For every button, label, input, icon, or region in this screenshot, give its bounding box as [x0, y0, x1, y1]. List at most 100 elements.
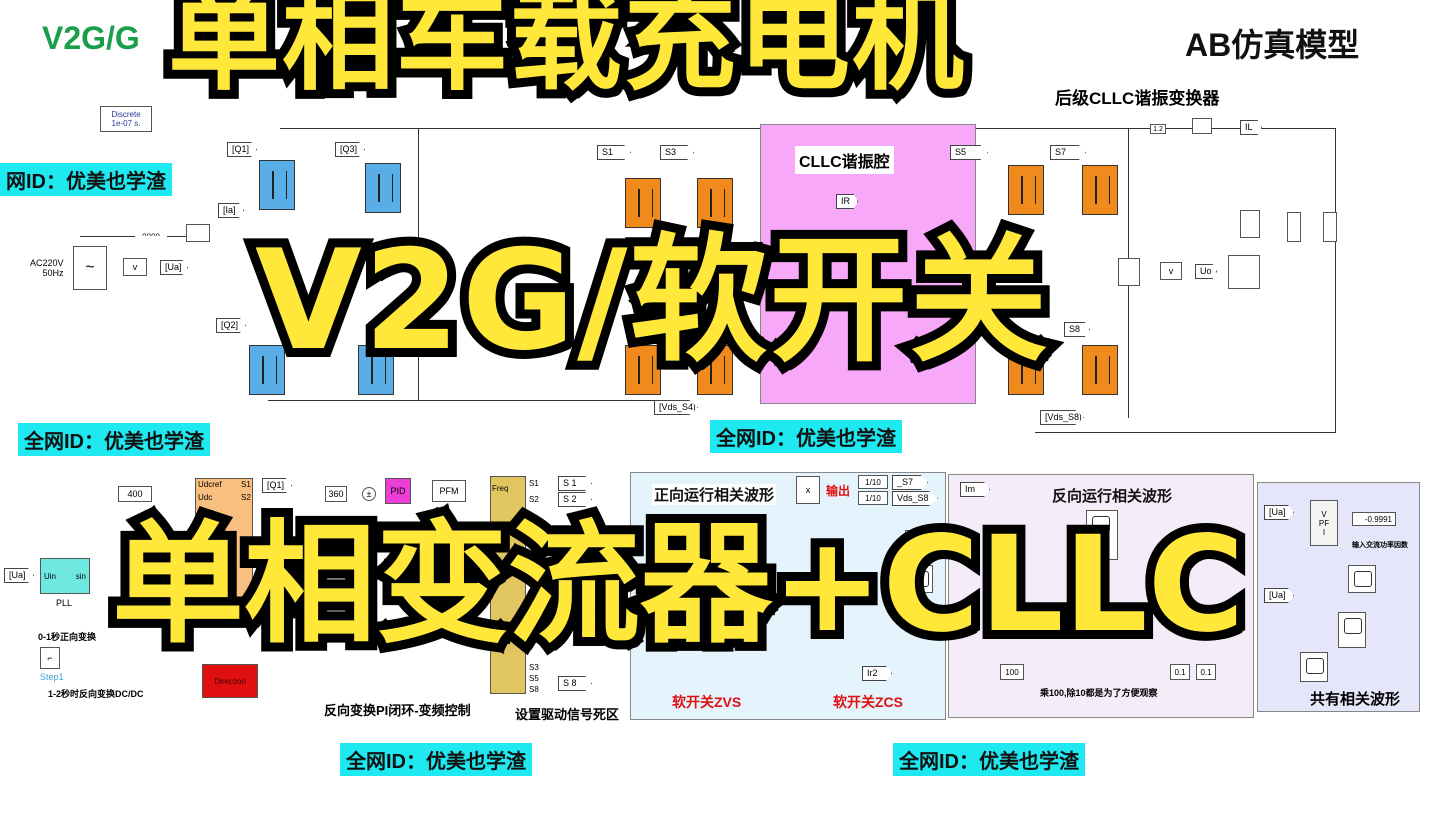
goto-tag-q1[interactable]: [Q1] [227, 142, 257, 157]
goto-tag-q1-ctrl[interactable]: [Q1] [262, 478, 292, 493]
port-uin: Uin [44, 571, 57, 581]
overlay-title-line3: 单相变流器+CLLC [103, 503, 1254, 667]
current-measurement[interactable] [186, 224, 210, 242]
breaker[interactable] [1228, 255, 1260, 289]
dc-link-wire [418, 128, 419, 400]
goto-tag-s8[interactable]: S8 [1064, 322, 1090, 337]
source-frequency: 50Hz [42, 268, 64, 278]
igbt-q4[interactable] [358, 345, 394, 395]
model-title-right: AB仿真模型 [1185, 27, 1360, 63]
gain-0-1-a[interactable]: 0.1 [1170, 664, 1190, 680]
igbt-s2[interactable] [625, 345, 661, 395]
goto-tag-uo[interactable]: Uo [1195, 264, 1217, 279]
goto-tag-q3[interactable]: [Q3] [335, 142, 365, 157]
igbt-s8[interactable] [1082, 345, 1118, 395]
powergui-solver-block[interactable]: Discrete 1e-07 s. [100, 106, 152, 132]
product-block[interactable]: x [796, 476, 820, 504]
from-tag-s7[interactable]: _S7 [892, 475, 928, 490]
reverse-title: 反向运行相关波形 [1052, 488, 1173, 505]
forward-title: 正向运行相关波形 [652, 484, 777, 505]
caption-pi-control: 反向变换PI闭环-变频控制 [324, 703, 471, 718]
voltage-measurement[interactable]: v [123, 258, 147, 276]
goto-tag-s8-ctrl[interactable]: S 8 [558, 676, 592, 691]
igbt-s4[interactable] [697, 345, 733, 395]
goto-tag-s7[interactable]: S7 [1050, 145, 1086, 160]
direction-block[interactable]: Direction [202, 664, 258, 698]
pid-block[interactable]: PID [385, 478, 411, 504]
output-bottom-wire [1035, 432, 1335, 433]
gain-0-1-b[interactable]: 0.1 [1196, 664, 1216, 680]
forward-waveforms-area [630, 472, 946, 720]
igbt-q2[interactable] [249, 345, 285, 395]
goto-tag-ua[interactable]: [Ua] [160, 260, 188, 275]
scope-forward-1[interactable] [905, 530, 933, 558]
goto-tag-il[interactable]: IL [1240, 120, 1262, 135]
ac-voltage-source[interactable]: ~ [73, 246, 107, 290]
igbt-s3[interactable] [697, 178, 733, 228]
step-label: Step1 [40, 672, 64, 682]
from-tag-ua-2[interactable]: [Ua] [1264, 588, 1294, 603]
igbt-q1[interactable] [259, 160, 295, 210]
const-360[interactable]: 360 [325, 486, 347, 502]
igbt-s6[interactable] [1008, 345, 1044, 395]
step-switch[interactable] [1240, 210, 1260, 238]
const-400[interactable]: 400 [118, 486, 152, 502]
igbt-s5[interactable] [1008, 165, 1044, 215]
from-tag-vds-s8[interactable]: Vds_S8 [892, 491, 938, 506]
goto-tag-s1-ctrl[interactable]: S 1 [558, 476, 592, 491]
port-v: V [1321, 509, 1327, 519]
voltage-sensor-out[interactable]: v [1160, 262, 1182, 280]
igbt-s1[interactable] [625, 178, 661, 228]
dead-time-block[interactable] [490, 476, 526, 694]
gain-1-10-b[interactable]: 1/10 [858, 491, 888, 505]
port-dt-s2: S2 [529, 495, 539, 504]
gain-block[interactable]: 1.2 [1150, 124, 1166, 134]
goto-tag-vds-s4[interactable]: [Vds_S4] [654, 400, 698, 415]
inductor[interactable]: ᴖᴖᴖᴖ [135, 230, 167, 240]
goto-tag-s2-ctrl[interactable]: S 2 [558, 492, 592, 507]
goto-tag-s5[interactable]: S5 [950, 145, 988, 160]
note-reverse: 1-2秒时反向变换DC/DC [48, 689, 144, 699]
goto-tag-vds-s8[interactable]: [Vds_S8] [1040, 410, 1084, 425]
switch-2[interactable] [1323, 212, 1337, 242]
step-block[interactable]: ⌐ [40, 647, 60, 669]
dc-bus-bottom-wire [268, 400, 668, 401]
capacitor-output[interactable] [1118, 258, 1140, 286]
from-tag-ua-1[interactable]: [Ua] [1264, 505, 1294, 520]
igbt-q3[interactable] [365, 163, 401, 213]
gain-1-10-a[interactable]: 1/10 [858, 475, 888, 489]
scope-common-3[interactable] [1300, 652, 1328, 682]
inverter-controller[interactable] [195, 478, 253, 604]
goto-tag-s3[interactable]: S3 [660, 145, 694, 160]
current-sensor[interactable] [1192, 118, 1212, 134]
switch-1[interactable] [1287, 212, 1301, 242]
pll-block[interactable]: Uin sin [40, 558, 90, 594]
watermark-mid-left: 全网ID：优美也学渣 [18, 423, 210, 456]
from-tag-ua-pll[interactable]: [Ua] [4, 568, 34, 583]
scope-common-1[interactable] [1348, 565, 1376, 593]
caption-dead-time: 设置驱动信号死区 [515, 707, 620, 722]
from-tag-ir2[interactable]: Ir2 [862, 666, 892, 681]
igbt-s7[interactable] [1082, 165, 1118, 215]
port-pf: PF [1318, 518, 1330, 528]
zcs-label: 软开关ZCS [833, 694, 903, 710]
goto-tag-s1[interactable]: S1 [597, 145, 631, 160]
scope-common-2[interactable] [1338, 612, 1366, 648]
port-dt-s3: S3 [529, 663, 539, 672]
common-title: 共有相关波形 [1310, 691, 1401, 708]
forward-output-label: 输出 [826, 484, 851, 498]
scope-forward-2[interactable] [905, 565, 933, 593]
power-factor-block[interactable]: V PF I [1310, 500, 1338, 546]
sum-block[interactable]: ± [362, 487, 376, 501]
scope-reverse-1[interactable] [1086, 510, 1118, 560]
goto-tag-ir[interactable]: IR [836, 194, 858, 209]
pfm-block[interactable]: PFM [432, 480, 466, 502]
watermark-top-left: 网ID：优美也学渣 [0, 163, 172, 196]
goto-tag-q2[interactable]: [Q2] [216, 318, 246, 333]
gain-100[interactable]: 100 [1000, 664, 1024, 680]
zvs-label: 软开关ZVS [672, 694, 742, 710]
output-right-wire [1335, 128, 1336, 433]
goto-tag-ia[interactable]: [Ia] [218, 203, 244, 218]
from-tag-im[interactable]: Im [960, 482, 990, 497]
port-s1: S1 [241, 480, 251, 489]
